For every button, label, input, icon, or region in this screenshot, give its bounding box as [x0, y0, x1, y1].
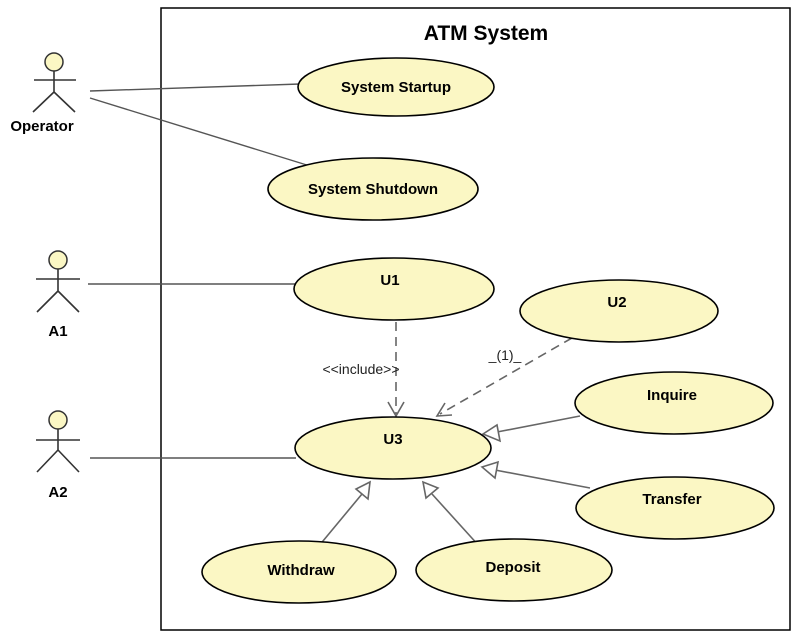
- actor-a1[interactable]: A1: [36, 250, 80, 340]
- u2-dependency: [439, 337, 573, 415]
- usecase-inquire-label: Inquire: [647, 387, 697, 404]
- usecase-withdraw-ellipse: [201, 540, 397, 604]
- usecase-u1-ellipse: [293, 257, 495, 321]
- actor-a2-body: [36, 429, 80, 473]
- gen-deposit-u3: [431, 493, 481, 548]
- usecase-deposit[interactable]: Deposit: [415, 538, 613, 602]
- gen-transfer-u3: [494, 469, 591, 489]
- usecase-u3[interactable]: U3: [294, 416, 492, 480]
- usecase-system-shutdown[interactable]: System Shutdown: [267, 157, 479, 221]
- assoc-operator-startup: [89, 83, 301, 92]
- actor-operator-label: Operator: [10, 118, 74, 135]
- usecase-deposit-ellipse: [415, 538, 613, 602]
- gen-transfer-arrow: [480, 460, 500, 480]
- actor-operator[interactable]: Operator: [10, 52, 76, 135]
- gen-inquire-u3: [496, 415, 581, 433]
- usecase-inquire[interactable]: Inquire: [574, 371, 774, 435]
- actor-a2-label: A2: [48, 484, 67, 501]
- usecase-u1-label: U1: [380, 272, 399, 289]
- actor-operator-head: [44, 52, 64, 72]
- usecase-withdraw[interactable]: Withdraw: [201, 540, 397, 604]
- actor-operator-body: [32, 71, 76, 113]
- system-title: ATM System: [424, 22, 548, 45]
- usecase-system-startup-ellipse: [297, 57, 495, 117]
- assoc-operator-shutdown: [89, 97, 311, 167]
- include-arrowhead: [387, 401, 405, 418]
- usecase-u3-label: U3: [383, 431, 402, 448]
- usecase-deposit-label: Deposit: [485, 559, 540, 576]
- usecase-system-startup[interactable]: System Startup: [297, 57, 495, 117]
- usecase-system-shutdown-label: System Shutdown: [308, 181, 438, 198]
- u2-dependency-label: _(1)_: [488, 347, 522, 363]
- usecase-transfer[interactable]: Transfer: [575, 476, 775, 540]
- usecase-u2-ellipse: [519, 279, 719, 343]
- system-boundary: [160, 7, 791, 631]
- usecase-transfer-label: Transfer: [642, 491, 701, 508]
- usecase-u1[interactable]: U1: [293, 257, 495, 321]
- usecase-u2[interactable]: U2: [519, 279, 719, 343]
- gen-deposit-arrow: [421, 480, 440, 500]
- actor-a1-label: A1: [48, 323, 67, 340]
- gen-withdraw-arrow: [354, 480, 371, 501]
- actor-a1-head: [48, 250, 68, 270]
- actor-a1-body: [36, 269, 80, 313]
- usecase-withdraw-label: Withdraw: [267, 562, 335, 579]
- usecase-transfer-ellipse: [575, 476, 775, 540]
- gen-withdraw-u3: [317, 493, 363, 548]
- usecase-u3-ellipse: [294, 416, 492, 480]
- actor-a2-head: [48, 410, 68, 430]
- actor-a2[interactable]: A2: [36, 410, 80, 501]
- usecase-u2-label: U2: [607, 294, 626, 311]
- usecase-inquire-ellipse: [574, 371, 774, 435]
- u2-arrowhead: [435, 402, 453, 417]
- include-label: <<include>>: [322, 361, 399, 377]
- gen-inquire-arrow: [481, 423, 502, 443]
- usecase-system-shutdown-ellipse: [267, 157, 479, 221]
- usecase-system-startup-label: System Startup: [341, 79, 451, 96]
